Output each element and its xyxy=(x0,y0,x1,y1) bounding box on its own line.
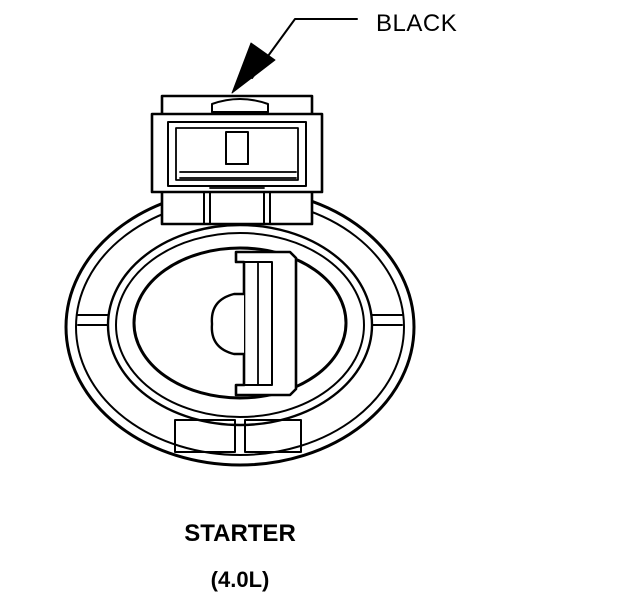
shell-side-ribs xyxy=(77,314,403,326)
callout-leader xyxy=(231,18,358,94)
connector-name: STARTER xyxy=(184,520,296,547)
wire-color-label: BLACK xyxy=(376,10,458,37)
connector-variant: (4.0L) xyxy=(210,567,270,592)
connector-inner-cavity xyxy=(106,223,374,427)
latch-housing xyxy=(150,94,324,226)
shell-bottom-ribs xyxy=(174,419,302,453)
terminal-insert xyxy=(210,250,298,397)
